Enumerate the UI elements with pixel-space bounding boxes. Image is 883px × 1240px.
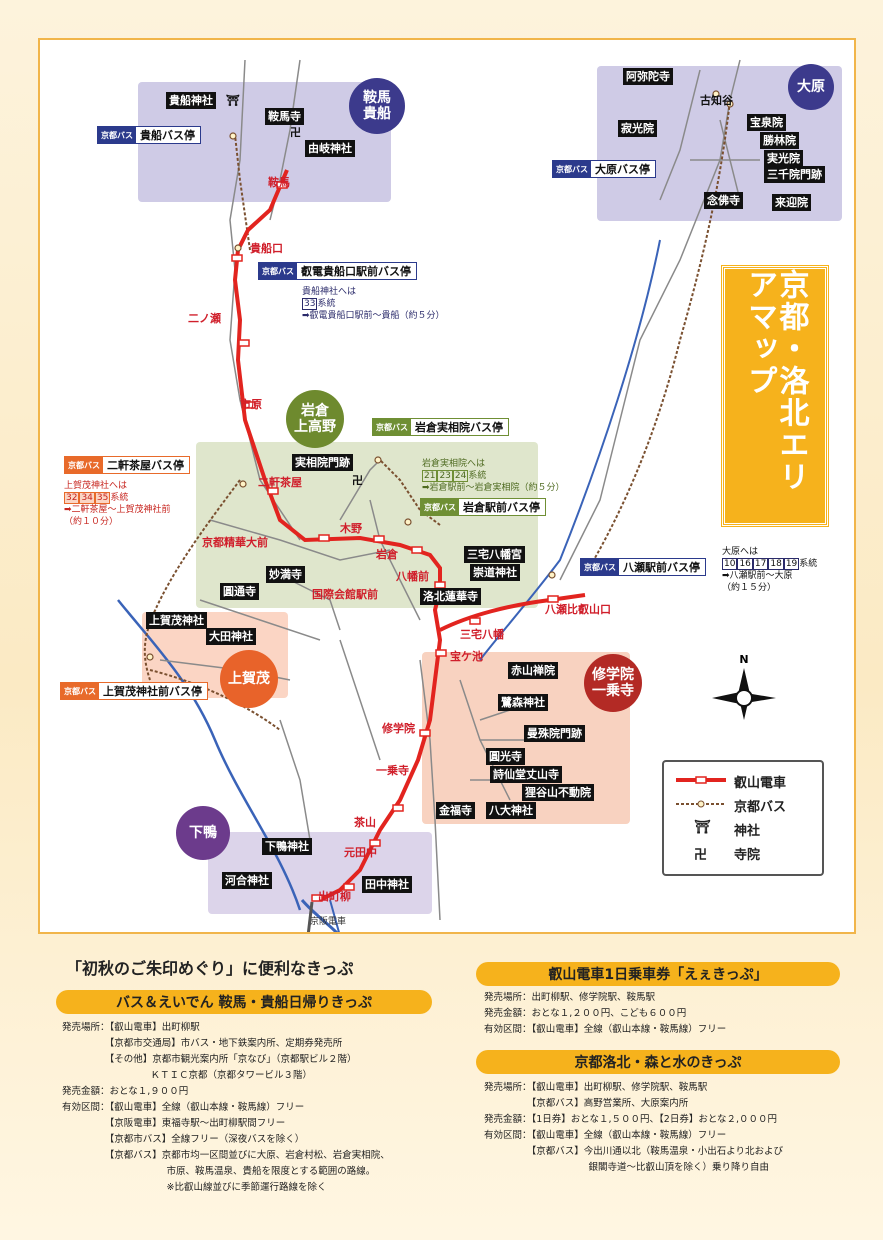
shrine-icon: ⛩ — [694, 820, 711, 835]
place-entsuji: 圓通寺 — [220, 583, 259, 601]
station-ninose: 二ノ瀬 — [188, 312, 221, 325]
bus-stop-iwakura-eki: 京都バス岩倉駅前バス停 — [420, 498, 546, 516]
station-kokusai-kaikan: 国際会館駅前 — [312, 588, 378, 601]
place-shisendo: 詩仙堂丈山寺 — [490, 766, 562, 784]
area-map: 鞍馬 貴船 大原 岩倉 上高野 修学院 一乗寺 上賀茂 下鴨 京都・洛北エリアマ… — [38, 38, 856, 934]
place-sanzenin: 三千院門跡 — [764, 166, 825, 184]
keihan-label: 京阪電車 — [310, 917, 347, 927]
place-kifune-jinja: 貴船神社 — [166, 92, 216, 110]
place-koshidani: 古知谷 — [700, 94, 733, 107]
compass-north-label: N — [739, 653, 748, 666]
station-mototanaka: 元田中 — [344, 846, 377, 859]
place-jikkoin: 実光院 — [764, 150, 803, 168]
place-sagimori-jinja: 鷺森神社 — [498, 694, 548, 712]
area-iwakura: 岩倉 上高野 — [286, 390, 344, 448]
ticket2-details: 発売場所：出町柳駅、修学院駅、鞍馬駅発売金額：おとな１,２００円、こども６００円… — [484, 992, 727, 1035]
place-kuramadera: 鞍馬寺 — [265, 108, 304, 126]
station-demachiyanagi: 出町柳 — [318, 890, 351, 903]
bus-stop-nikenchaya: 京都バス二軒茶屋バス停 — [64, 456, 190, 474]
ticket3-title: 京都洛北・森と水のきっぷ — [476, 1050, 840, 1074]
compass-icon: N — [712, 653, 776, 720]
area-kurama-kibune: 鞍馬 貴船 — [349, 78, 405, 134]
area-shugakuin: 修学院 一乗寺 — [584, 654, 642, 712]
station-shugakuin: 修学院 — [382, 722, 415, 735]
ticket1-details: 発売場所：【叡山電車】出町柳駅 【京都市交通局】市バス・地下鉄案内所、定期券発売… — [62, 1022, 390, 1193]
area-shimogamo: 下鴨 — [176, 806, 230, 860]
place-kamigamo-jinja: 上賀茂神社 — [146, 612, 207, 630]
place-hosenin: 宝泉院 — [747, 114, 786, 132]
station-kyoto-seika: 京都精華大前 — [202, 536, 268, 549]
place-kawai-jinja: 河合神社 — [222, 872, 272, 890]
map-title: 京都・洛北エリアマップ — [721, 265, 829, 527]
station-ichihara: 市原 — [240, 398, 262, 411]
temple-icon: 卍 — [290, 126, 301, 139]
station-yase: 八瀬比叡山口 — [545, 603, 611, 616]
place-manshuin: 曼殊院門跡 — [524, 725, 585, 743]
place-rakuhoku-rengeji: 洛北蓮華寺 — [420, 588, 481, 606]
bus-stop-jissoin: 京都バス岩倉実相院バス停 — [372, 418, 509, 436]
station-kurama: 鞍馬 — [268, 176, 290, 189]
station-chayama: 茶山 — [354, 816, 376, 829]
bus-stop-kifune: 京都バス貴船バス停 — [97, 126, 201, 144]
ticket2-title: 叡山電車1日乗車券「えぇきっぷ」 — [476, 962, 840, 986]
bus-stop-ohara: 京都バス大原バス停 — [552, 160, 656, 178]
place-tanukidani: 狸谷山不動院 — [522, 784, 594, 802]
station-miyake-hachiman: 三宅八幡 — [460, 628, 504, 641]
place-tanaka-jinja: 田中神社 — [362, 876, 412, 894]
temple-icon: 卍 — [694, 848, 708, 863]
place-amidaji: 阿弥陀寺 — [623, 68, 673, 86]
legend-eiden: 叡山電車 — [734, 776, 787, 791]
legend-symbols — [676, 776, 726, 808]
station-takaragaike: 宝ケ池 — [450, 650, 483, 663]
temple-icon: 卍 — [352, 474, 363, 487]
bus-stop-yase-eki: 京都バス八瀬駅前バス停 — [580, 558, 706, 576]
place-konpukuji: 金福寺 — [436, 802, 475, 820]
place-raigoin: 来迎院 — [772, 194, 811, 212]
station-iwakura: 岩倉 — [376, 548, 398, 561]
map-legend: 叡山電車 京都バス ⛩ 神社 卍 寺院 — [662, 760, 824, 876]
ticket1-title: バス＆えいでん 鞍馬・貴船日帰りきっぷ — [56, 990, 432, 1014]
station-hachimanmae: 八幡前 — [396, 570, 429, 583]
shrine-icon: ⛩ — [226, 94, 240, 107]
place-enkoji: 圓光寺 — [486, 748, 525, 766]
legend-temple: 寺院 — [734, 848, 761, 863]
legend-kyotobus: 京都バス — [734, 800, 787, 815]
place-hachidai-jinja: 八大神社 — [486, 802, 536, 820]
place-sekizan-zenin: 赤山禅院 — [508, 662, 558, 680]
place-nenbutsuji: 念佛寺 — [704, 192, 743, 210]
station-ichijoji: 一乗寺 — [376, 764, 409, 777]
station-kibuneguchi: 貴船口 — [250, 242, 283, 255]
place-shimogamo-jinja: 下鴨神社 — [262, 838, 312, 856]
place-sudo-jinja: 崇道神社 — [470, 564, 520, 582]
place-jissoin: 実相院門跡 — [292, 454, 353, 472]
place-ota-jinja: 大田神社 — [206, 628, 256, 646]
area-ohara: 大原 — [788, 64, 834, 110]
bus-stop-kibuneguchi: 京都バス叡電貴船口駅前バス停 — [258, 262, 417, 280]
area-kamigamo: 上賀茂 — [220, 650, 278, 708]
place-miyake-hachimangu: 三宅八幡宮 — [464, 546, 525, 564]
station-kino: 木野 — [340, 522, 362, 535]
place-myomanji: 妙満寺 — [266, 566, 305, 584]
station-nikenchaya: 二軒茶屋 — [258, 476, 302, 489]
ticket3-details: 発売場所：【叡山電車】出町柳駅、修学院駅、鞍馬駅 【京都バス】高野営業所、大原案… — [484, 1082, 784, 1173]
ticket-intro: 「初秋のご朱印めぐり」に便利なきっぷ — [66, 959, 354, 978]
place-jakkoin: 寂光院 — [618, 120, 657, 138]
bus-stop-kamigamo: 京都バス上賀茂神社前バス停 — [60, 682, 208, 700]
place-yuki-jinja: 由岐神社 — [305, 140, 355, 158]
place-shorinin: 勝林院 — [760, 132, 799, 150]
legend-shrine: 神社 — [734, 824, 761, 839]
